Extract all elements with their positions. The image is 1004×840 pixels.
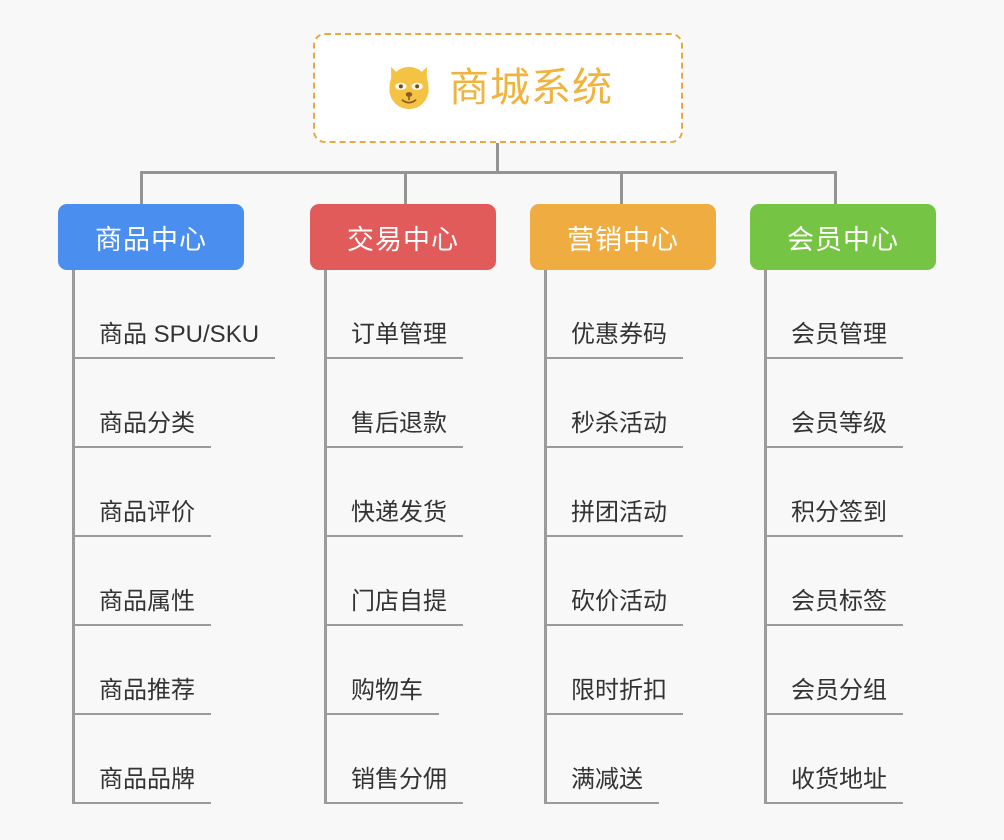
leaf-label: 会员分组	[791, 677, 887, 705]
list-item[interactable]: 收货地址	[750, 715, 936, 804]
list-item[interactable]: 商品 SPU/SKU	[58, 270, 276, 359]
leaf-list-2: 订单管理 售后退款 快递发货 门店自提 购物车 销售分佣	[310, 270, 496, 804]
connector-drop-1	[140, 171, 143, 204]
branch-header-3[interactable]: 营销中心	[530, 204, 716, 270]
list-item[interactable]: 商品评价	[58, 448, 275, 537]
leaf-label: 秒杀活动	[571, 410, 667, 438]
branch-spine-4	[764, 270, 767, 804]
connector-horizontal-bus	[140, 171, 834, 174]
list-item[interactable]: 商品分类	[58, 359, 275, 448]
branch-header-4[interactable]: 会员中心	[750, 204, 936, 270]
branch-header-label: 营销中心	[567, 224, 679, 255]
shiba-dog-face-icon	[389, 66, 429, 110]
leaf-label: 会员等级	[791, 410, 887, 438]
root-node[interactable]: 商城系统	[313, 33, 683, 143]
connector-drop-2	[404, 171, 407, 204]
leaf-label: 会员管理	[791, 321, 887, 349]
list-item[interactable]: 会员等级	[750, 359, 936, 448]
leaf-label: 门店自提	[351, 588, 447, 616]
branch-column-2: 交易中心 订单管理 售后退款 快递发货 门店自提 购物车 销售分佣	[310, 204, 496, 804]
branch-header-label: 会员中心	[787, 224, 899, 255]
connector-drop-4	[834, 171, 837, 204]
list-item[interactable]: 商品属性	[58, 537, 275, 626]
branch-header-1[interactable]: 商品中心	[58, 204, 244, 270]
list-item[interactable]: 会员标签	[750, 537, 936, 626]
leaf-label: 订单管理	[351, 321, 447, 349]
list-item[interactable]: 售后退款	[310, 359, 496, 448]
list-item[interactable]: 会员管理	[750, 270, 936, 359]
leaf-label: 积分签到	[791, 499, 887, 527]
leaf-label: 砍价活动	[571, 588, 667, 616]
leaf-label: 优惠券码	[571, 321, 667, 349]
leaf-label: 商品分类	[99, 410, 195, 438]
connector-root-stem	[496, 143, 499, 173]
list-item[interactable]: 销售分佣	[310, 715, 496, 804]
list-item[interactable]: 砍价活动	[530, 537, 716, 626]
leaf-label: 商品评价	[99, 499, 195, 527]
list-item[interactable]: 积分签到	[750, 448, 936, 537]
leaf-label: 满减送	[571, 766, 643, 794]
connector-drop-3	[620, 171, 623, 204]
leaf-label: 商品 SPU/SKU	[99, 321, 260, 349]
leaf-list-4: 会员管理 会员等级 积分签到 会员标签 会员分组 收货地址	[750, 270, 936, 804]
leaf-label: 销售分佣	[351, 766, 447, 794]
leaf-label: 售后退款	[351, 410, 447, 438]
leaf-list-1: 商品 SPU/SKU 商品分类 商品评价 商品属性 商品推荐 商品品牌	[58, 270, 276, 804]
list-item[interactable]: 快递发货	[310, 448, 496, 537]
list-item[interactable]: 订单管理	[310, 270, 496, 359]
leaf-label: 拼团活动	[571, 499, 667, 527]
list-item[interactable]: 拼团活动	[530, 448, 716, 537]
branch-spine-2	[324, 270, 327, 804]
list-item[interactable]: 会员分组	[750, 626, 936, 715]
leaf-label: 收货地址	[791, 766, 887, 794]
branch-column-3: 营销中心 优惠券码 秒杀活动 拼团活动 砍价活动 限时折扣 满减送	[530, 204, 716, 804]
branch-column-4: 会员中心 会员管理 会员等级 积分签到 会员标签 会员分组 收货地址	[750, 204, 936, 804]
list-item[interactable]: 商品推荐	[58, 626, 275, 715]
leaf-label: 购物车	[351, 677, 423, 705]
list-item[interactable]: 购物车	[310, 626, 496, 715]
leaf-label: 会员标签	[791, 588, 887, 616]
leaf-label: 商品品牌	[99, 766, 195, 794]
leaf-label: 限时折扣	[571, 677, 667, 705]
branch-header-label: 交易中心	[347, 224, 459, 255]
list-item[interactable]: 门店自提	[310, 537, 496, 626]
leaf-label: 快递发货	[351, 499, 447, 527]
branch-column-1: 商品中心 商品 SPU/SKU 商品分类 商品评价 商品属性 商品推荐 商品品牌	[58, 204, 276, 804]
leaf-label: 商品属性	[99, 588, 195, 616]
list-item[interactable]: 满减送	[530, 715, 716, 804]
branch-header-2[interactable]: 交易中心	[310, 204, 496, 270]
branch-spine-1	[72, 270, 75, 804]
list-item[interactable]: 商品品牌	[58, 715, 275, 804]
list-item[interactable]: 秒杀活动	[530, 359, 716, 448]
branch-header-label: 商品中心	[95, 224, 207, 255]
branch-spine-3	[544, 270, 547, 804]
root-title: 商城系统	[449, 66, 613, 110]
leaf-label: 商品推荐	[99, 677, 195, 705]
leaf-list-3: 优惠券码 秒杀活动 拼团活动 砍价活动 限时折扣 满减送	[530, 270, 716, 804]
list-item[interactable]: 优惠券码	[530, 270, 716, 359]
list-item[interactable]: 限时折扣	[530, 626, 716, 715]
